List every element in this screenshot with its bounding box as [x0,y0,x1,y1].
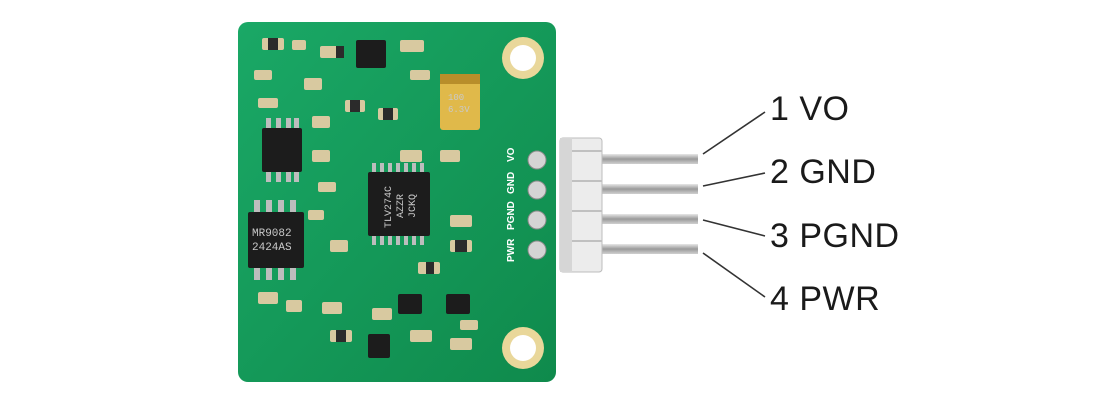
driver-marking-part: MR9082 [252,228,292,240]
capacitor-marking-value: 100 [448,93,464,103]
pin-label-3: 3 PGND [770,217,900,255]
silk-label-gnd: GND [506,172,517,194]
soic-chip-small [262,118,302,182]
opamp-marking-lot: AZZR [396,194,407,218]
header-solder-pads [527,150,547,260]
callout-lines [702,111,766,298]
silk-label-pgnd: PGND [506,201,517,230]
smd-resistors [268,38,467,342]
opamp-chip: TLV274C AZZR JCKQ [368,163,430,245]
pin-label-4: 4 PWR [770,280,881,318]
sot-transistors [368,294,470,358]
driver-chip: MR9082 2424AS [248,200,304,280]
capacitor-marking-voltage: 6.3V [448,105,470,115]
mounting-holes [502,37,544,369]
opamp-marking-code: JCKQ [408,194,419,218]
silk-label-pwr: PWR [506,238,517,262]
pin-label-2: 2 GND [770,153,877,191]
pin-label-1: 1 VO [770,90,850,128]
header-pins [598,154,698,254]
pin-header-connector [559,137,603,273]
opamp-marking-part: TLV274C [384,186,395,228]
silkscreen-labels: VO GND PGND PWR [506,147,517,262]
silk-label-vo: VO [506,147,517,162]
tantalum-capacitor: 100 6.3V [440,74,480,130]
sot-chip-top [356,40,386,68]
driver-marking-lot: 2424AS [252,242,292,254]
